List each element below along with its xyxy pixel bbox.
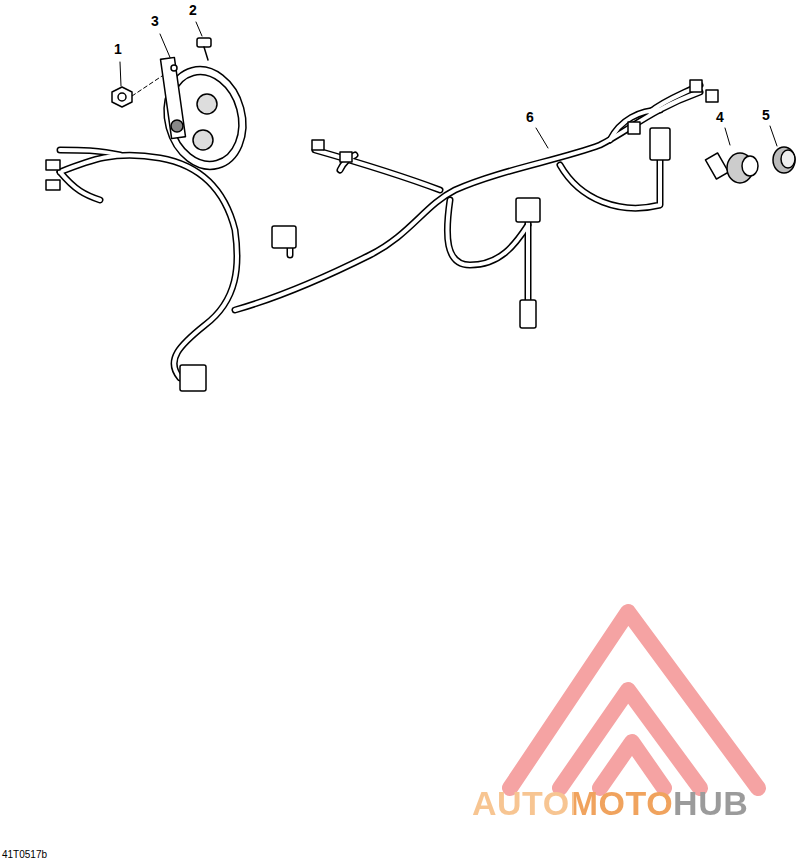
callout-number: 5 — [762, 108, 770, 122]
switch — [705, 147, 795, 183]
nut — [112, 87, 132, 107]
callout-number: 2 — [189, 3, 197, 17]
watermark: AUTOMOTOHUB — [472, 786, 748, 820]
callout-number: 4 — [716, 110, 724, 124]
callout-number: 1 — [114, 42, 122, 56]
callout-number: 6 — [526, 110, 534, 124]
logo-mark — [510, 612, 758, 788]
horn — [153, 57, 257, 178]
callout-number: 3 — [151, 14, 159, 28]
connector-plug — [46, 80, 718, 391]
figure-code: 41T0517b — [2, 850, 47, 860]
bolt — [197, 38, 211, 60]
